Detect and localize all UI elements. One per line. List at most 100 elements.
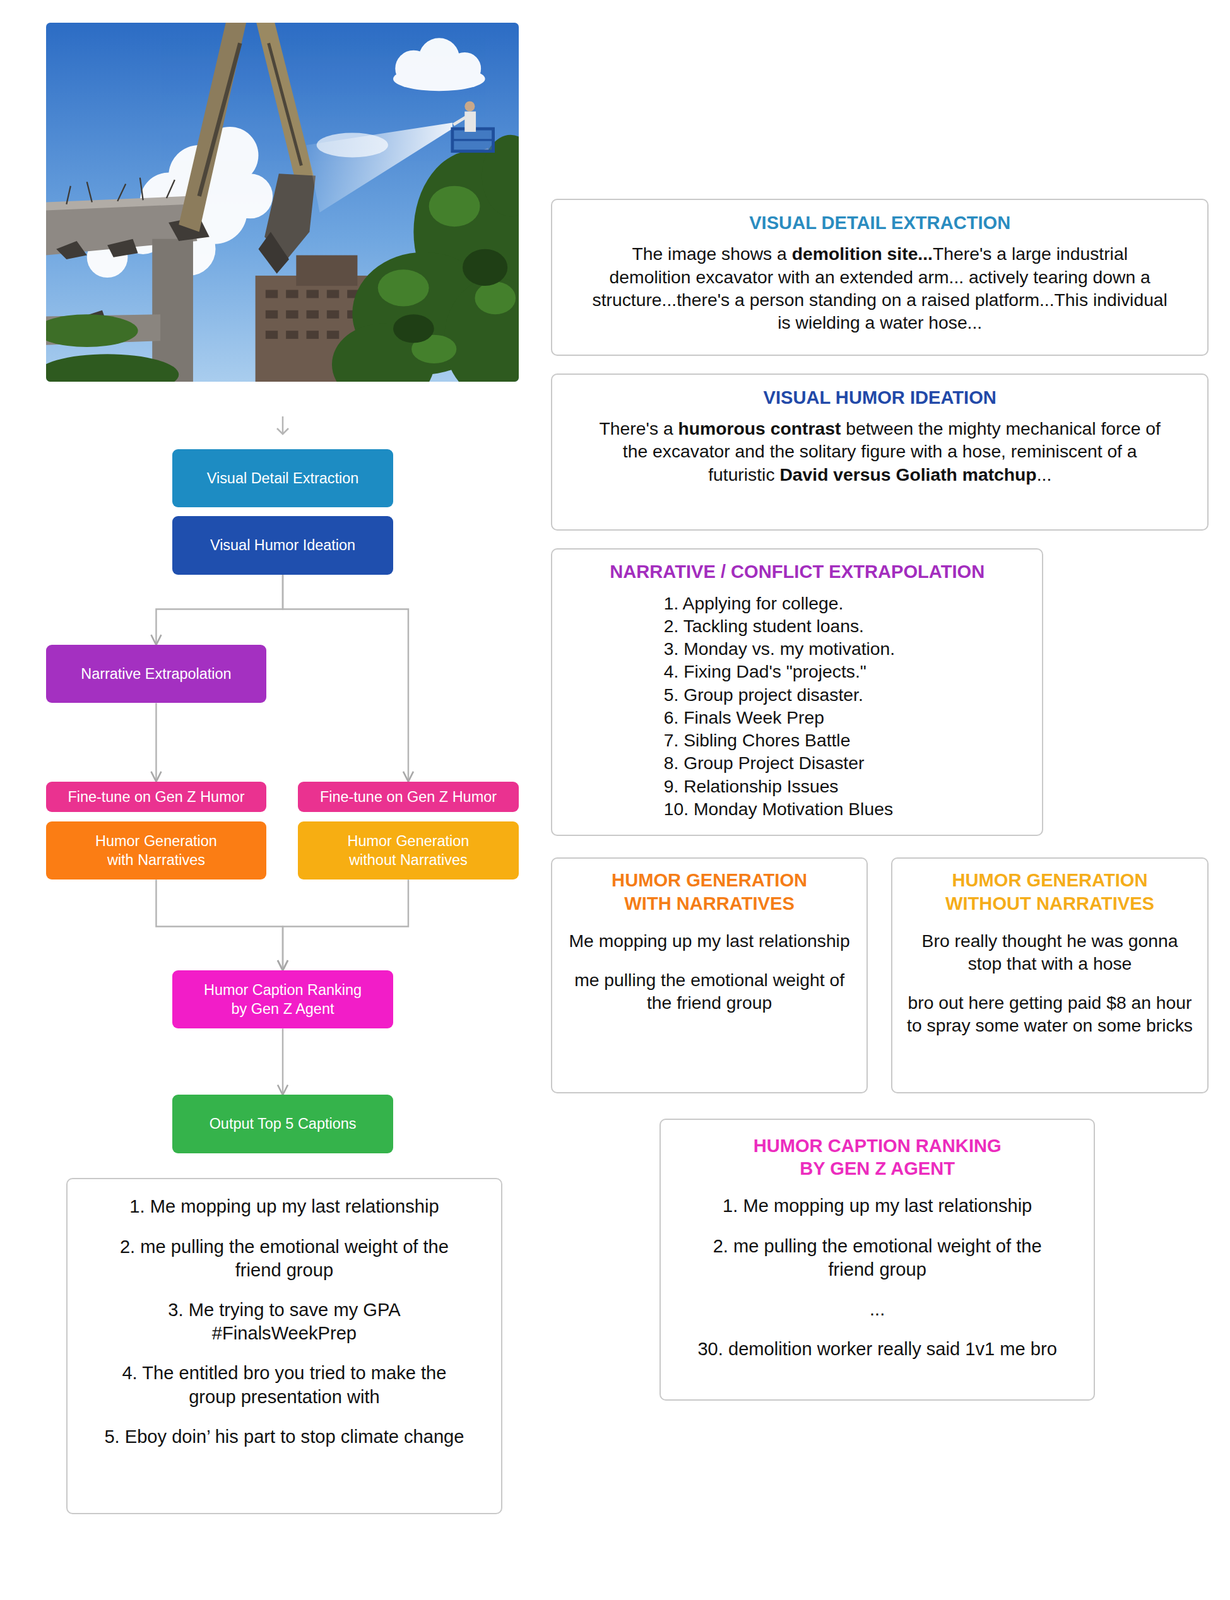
- box-label: Humor Caption Ranking by Gen Z Agent: [201, 980, 365, 1020]
- photo-detail: [474, 282, 516, 315]
- photo-detail: [46, 354, 179, 382]
- panel-text: The image shows a demolition site...Ther…: [591, 242, 1169, 334]
- detail-panel: HUMOR GENERATION WITH NARRATIVES Me moppi…: [550, 857, 868, 1094]
- photo-detail: [326, 330, 339, 339]
- box-label: Output Top 5 Captions: [209, 1114, 357, 1134]
- process-box: Humor Generation without Narratives: [297, 821, 519, 880]
- photo-detail: [306, 290, 319, 299]
- text-run: ...: [1036, 464, 1053, 485]
- panel-text: 1. Me mopping up my last relationship: [691, 1194, 1064, 1219]
- photo-detail: [265, 290, 360, 340]
- photo-detail: [199, 42, 241, 196]
- photo-detail: [295, 255, 358, 286]
- flow-arrow: [155, 574, 283, 646]
- photo-detail: [265, 330, 278, 339]
- text-run: The image shows a: [631, 243, 792, 264]
- box-label: Visual Humor Ideation: [210, 535, 356, 555]
- photo-detail: [265, 290, 278, 299]
- process-box: Visual Detail Extraction: [172, 449, 393, 508]
- panel-text: Me mopping up my last relationship: [562, 929, 857, 953]
- list-item: 9. Relationship Issues: [573, 774, 1022, 798]
- bold-run: David versus Goliath matchup: [779, 464, 1037, 485]
- photo-detail: [87, 181, 93, 202]
- photo-detail: [331, 135, 519, 382]
- box-label: Fine-tune on Gen Z Humor: [319, 787, 497, 807]
- photo-detail: [46, 314, 139, 348]
- flow-arrow: [155, 879, 283, 971]
- panel-heading: HUMOR CAPTION RANKING BY GEN Z AGENT: [738, 1134, 1017, 1181]
- list-item: 5. Group project disaster.: [573, 683, 1022, 707]
- bold-run: humorous contrast: [678, 418, 842, 439]
- panel-text: 2. me pulling the emotional weight of th…: [101, 1235, 468, 1284]
- panel-text: bro out here getting paid $8 an hour to …: [902, 991, 1198, 1037]
- photo-detail: [285, 290, 298, 299]
- panel-heading: NARRATIVE / CONFLICT EXTRAPOLATION: [573, 560, 1022, 584]
- flow-arrow: [282, 1028, 284, 1095]
- photo-arrow: [282, 416, 284, 435]
- detail-panel: VISUAL DETAIL EXTRACTION The image shows …: [550, 198, 1209, 356]
- output-box: Output Top 5 Captions: [172, 1094, 393, 1154]
- photo-detail: [66, 186, 71, 205]
- photo-detail: [166, 179, 175, 199]
- bold-run: demolition site...: [792, 243, 933, 264]
- photo-detail: [378, 186, 516, 364]
- photo-detail: [56, 241, 88, 260]
- list-item: 4. Fixing Dad's "projects.": [573, 660, 1022, 683]
- list-item: 10. Monday Motivation Blues: [573, 797, 1022, 821]
- photo-detail: [326, 310, 339, 319]
- photo-detail: [66, 177, 199, 205]
- photo-detail: [306, 330, 319, 339]
- panel-text: There's a humorous contrast between the …: [591, 417, 1169, 486]
- photo-detail: [306, 310, 319, 319]
- list-item: 7. Sibling Chores Battle: [573, 728, 1022, 752]
- photo-detail: [152, 239, 194, 382]
- flow-arrow: [155, 703, 158, 782]
- photo-detail: [393, 314, 435, 343]
- photo-detail: [464, 100, 475, 112]
- process-box: Visual Humor Ideation: [172, 516, 393, 575]
- panel-text: 1. Me mopping up my last relationship: [101, 1195, 468, 1219]
- process-box: Narrative Extrapolation: [46, 644, 267, 704]
- process-tag: Fine-tune on Gen Z Humor: [46, 781, 267, 813]
- photo-detail: [107, 239, 139, 258]
- photo-detail: [227, 173, 273, 219]
- panel-heading: VISUAL DETAIL EXTRACTION: [591, 211, 1169, 235]
- photo-detail: [256, 22, 314, 180]
- process-box: Humor Caption Ranking by Gen Z Agent: [172, 970, 393, 1029]
- photo-scene: [46, 22, 519, 382]
- photo-detail: [140, 177, 144, 201]
- list-item: 6. Finals Week Prep: [573, 706, 1022, 729]
- panel-text: Bro really thought he was gonna stop tha…: [902, 929, 1198, 976]
- photo-detail: [326, 290, 339, 299]
- photo-detail: [452, 128, 494, 152]
- photo-detail: [393, 249, 508, 344]
- flow-arrow: [282, 879, 409, 971]
- photo-detail: [258, 231, 290, 274]
- panel-text: me pulling the emotional weight of the f…: [562, 968, 857, 1015]
- photo-detail: [265, 310, 278, 319]
- panel-heading: HUMOR GENERATION WITHOUT NARRATIVES: [936, 869, 1164, 916]
- photo-detail: [464, 111, 476, 132]
- photo-detail: [444, 277, 519, 382]
- process-box: Humor Generation with Narratives: [46, 821, 267, 880]
- photo-detail: [378, 269, 430, 307]
- caption-list-box: 1. Me mopping up my last relationship 2. …: [66, 1178, 503, 1516]
- photo-detail: [429, 186, 481, 228]
- panel-text: 4. The entitled bro you tried to make th…: [101, 1361, 468, 1410]
- flow-arrow: [282, 574, 409, 782]
- demolition-photo: [46, 22, 519, 382]
- panel-text: 3. Me trying to save my GPA #FinalsWeekP…: [101, 1298, 468, 1347]
- detail-panel: VISUAL HUMOR IDEATIONThere's a humorous …: [550, 373, 1209, 531]
- panel-heading: HUMOR GENERATION WITH NARRATIVES: [596, 869, 823, 916]
- box-label: Fine-tune on Gen Z Humor: [67, 787, 245, 807]
- photo-detail: [117, 183, 126, 201]
- photo-detail: [393, 66, 486, 92]
- list-item: 3. Monday vs. my motivation.: [573, 637, 1022, 661]
- photo-detail: [178, 22, 247, 232]
- list-item: 8. Group Project Disaster: [573, 751, 1022, 775]
- photo-detail: [268, 42, 302, 166]
- text-run: There's a: [599, 418, 679, 439]
- photo-detail: [462, 249, 508, 286]
